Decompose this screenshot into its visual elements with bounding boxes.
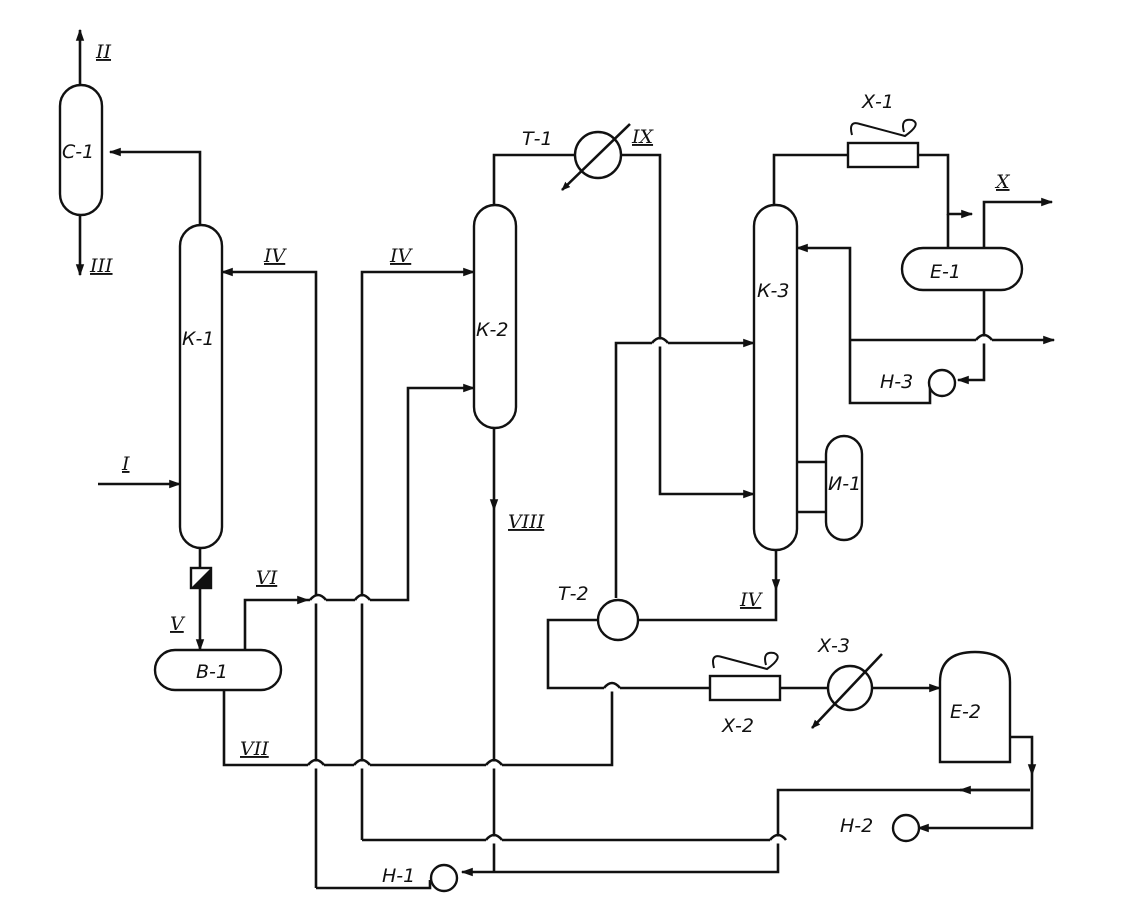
pump-h2	[891, 813, 921, 843]
k2-overhead-line	[492, 153, 574, 205]
stream-label-i: I	[121, 453, 130, 475]
h1-suction-line	[460, 840, 780, 877]
label-t2: Т-2	[558, 583, 589, 605]
x-line	[982, 197, 1054, 248]
stream-label-iv-k1: IV	[263, 245, 288, 267]
label-c1: С-1	[62, 141, 94, 163]
stream-label-vi: VI	[256, 567, 278, 589]
separator-c1	[58, 83, 104, 217]
e2-outlet-line	[1010, 735, 1037, 777]
tank-e2	[938, 650, 1012, 764]
e1-bottom-line	[956, 290, 986, 385]
stream-label-x: X	[994, 171, 1011, 193]
stream-label-viii: VIII	[508, 511, 545, 533]
stream-labels: I II III IV IV IV V VI VII VIII IX X	[89, 41, 1011, 760]
stream-label-ii: II	[95, 41, 112, 63]
equipment-labels: С-1 К-1 К-2 К-3 И-1 В-1 Е-1 Е-2 Т-1 Т-2 …	[62, 91, 981, 887]
label-k2: К-2	[476, 319, 508, 341]
stream-label-iv-k2: IV	[389, 245, 414, 267]
label-h1: Н-1	[382, 865, 415, 887]
pipelines	[75, 28, 1056, 890]
label-k1: К-1	[182, 328, 214, 350]
label-i1: И-1	[828, 473, 861, 495]
h3-reflux-line	[795, 243, 932, 405]
stream-label-vii: VII	[240, 738, 269, 760]
pump-h3	[927, 368, 957, 398]
x1-e1-line	[918, 153, 974, 219]
stream-label-iv-k3: IV	[739, 589, 764, 611]
valve	[189, 566, 213, 590]
iv-k3-to-t2-line	[638, 590, 778, 622]
iv-k2-line	[360, 267, 476, 840]
label-x1: Х-1	[861, 91, 894, 113]
air-cooler-x2	[708, 651, 782, 702]
vessel-b1	[153, 648, 283, 692]
heat-exchanger-t2	[596, 598, 640, 642]
crossings	[306, 333, 994, 844]
reboiler-i1	[824, 434, 864, 542]
k1-overhead-line	[108, 147, 202, 225]
label-x3: Х-3	[817, 635, 850, 657]
t2-to-k3-line	[614, 338, 756, 598]
cooler-x3	[811, 653, 883, 729]
label-e2: Е-2	[950, 701, 981, 723]
label-h3: Н-3	[880, 371, 913, 393]
column-k2	[472, 203, 518, 430]
vi-line-cont	[308, 383, 476, 602]
column-k3	[752, 203, 799, 552]
column-k1	[178, 223, 224, 550]
h1-discharge-line	[316, 880, 432, 890]
vi-line	[243, 595, 310, 650]
label-x2: Х-2	[721, 715, 754, 737]
label-e1: Е-1	[930, 261, 961, 283]
t2-loop-line	[546, 618, 710, 690]
label-b1: В-1	[196, 661, 228, 683]
heat-exchanger-t1	[561, 123, 631, 191]
pump-h1	[429, 863, 459, 893]
vii-line	[222, 688, 614, 767]
air-cooler-x1	[846, 118, 920, 169]
label-t1: Т-1	[522, 128, 553, 150]
label-h2: Н-2	[840, 815, 873, 837]
h2-discharge-line	[362, 788, 1030, 842]
stream-label-ix: IX	[631, 126, 655, 148]
iv-k1-line	[220, 267, 318, 888]
stream-label-v: V	[170, 613, 186, 635]
e2-outlet-cont	[916, 775, 1034, 833]
vessel-e1	[900, 246, 1024, 292]
stream-label-iii: III	[89, 255, 113, 277]
t1-outlet-line	[622, 153, 756, 499]
k3-overhead-line	[772, 153, 848, 205]
label-k3: К-3	[757, 280, 789, 302]
